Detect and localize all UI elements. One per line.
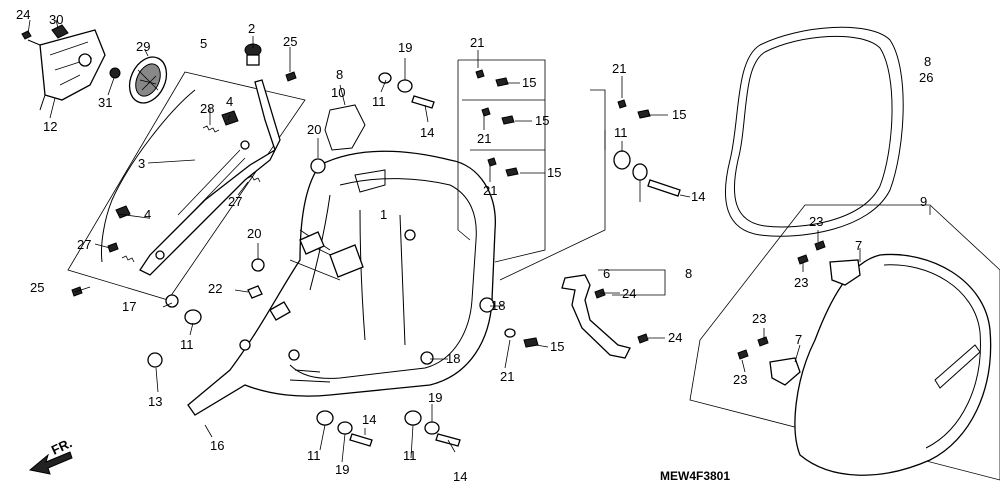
callout-label: 12 — [43, 119, 57, 134]
callout-label: 15 — [550, 339, 564, 354]
spring-part — [121, 125, 261, 263]
callout-label: 29 — [136, 39, 150, 54]
callout-label: 23 — [794, 275, 808, 290]
callout-label: 21 — [612, 61, 626, 76]
callout-label: 24 — [16, 7, 30, 22]
strap-part — [561, 269, 666, 359]
grommet-part — [244, 43, 262, 66]
reflector-disc-part — [128, 56, 168, 104]
mirror-bracket-part — [27, 29, 106, 111]
callout-label: 24 — [668, 330, 682, 345]
callout-label: 21 — [470, 35, 484, 50]
callout-label: 19 — [428, 390, 442, 405]
callout-label: 23 — [733, 372, 747, 387]
cable-part — [101, 89, 196, 263]
callout-label: 27 — [77, 237, 91, 252]
callout-label: 18 — [491, 298, 505, 313]
callout-label: 15 — [535, 113, 549, 128]
callout-label: 11 — [403, 448, 417, 463]
callout-label: 14 — [691, 189, 705, 204]
callout-label: 19 — [398, 40, 412, 55]
callout-label: 20 — [247, 226, 261, 241]
screw-part — [21, 30, 32, 40]
callout-label: 26 — [919, 70, 933, 85]
callout-label: 14 — [453, 469, 467, 484]
callout-label: 14 — [362, 412, 376, 427]
callout-label: 2 — [248, 21, 255, 36]
callout-label: 13 — [148, 394, 162, 409]
callout-label: 9 — [920, 194, 927, 209]
callout-label: 16 — [210, 438, 224, 453]
saddlebag-case-part — [187, 150, 496, 416]
callout-label: 14 — [420, 125, 434, 140]
callout-label: 19 — [335, 462, 349, 477]
nut-part — [109, 67, 121, 79]
lid-outline-box — [689, 204, 1000, 481]
callout-label: 11 — [614, 125, 628, 140]
callout-label: 11 — [372, 94, 386, 109]
callout-label: 22 — [208, 281, 222, 296]
callout-label: 18 — [446, 351, 460, 366]
callout-label: 4 — [226, 94, 233, 109]
callout-label: 27 — [228, 194, 242, 209]
callout-label: 31 — [98, 95, 112, 110]
callout-label: 21 — [483, 183, 497, 198]
stay-bracket-part — [139, 79, 281, 276]
callout-label: 15 — [547, 165, 561, 180]
callout-label: 21 — [477, 131, 491, 146]
callout-label: 23 — [809, 214, 823, 229]
lid-hinge-brackets — [737, 240, 861, 386]
lid-seal-part — [724, 26, 904, 237]
lid-cover-part — [794, 253, 992, 476]
callout-label: 3 — [138, 156, 145, 171]
callout-label: 8 — [685, 266, 692, 281]
callout-label: 30 — [49, 12, 63, 27]
front-direction-arrow: FR. — [28, 435, 74, 475]
callout-label: 4 — [144, 207, 151, 222]
callout-label: 8 — [924, 54, 931, 69]
callout-label: 5 — [200, 36, 207, 51]
callout-label: 11 — [307, 448, 321, 463]
callout-label: 8 — [336, 67, 343, 82]
callout-label: 15 — [672, 107, 686, 122]
callout-label: 20 — [307, 122, 321, 137]
callout-label: 25 — [283, 34, 297, 49]
callout-label: 6 — [603, 266, 610, 281]
callout-label: 1 — [380, 207, 387, 222]
callout-label: 28 — [200, 101, 214, 116]
diagram-code: MEW4F3801 — [660, 469, 730, 483]
callout-label: 11 — [180, 337, 194, 352]
leader-lines — [27, 19, 931, 463]
callout-labels: 1 2 3 4 4 5 6 7 7 8 8 8 9 10 11 11 11 11… — [16, 7, 933, 484]
callout-label: 21 — [500, 369, 514, 384]
callout-label: 7 — [855, 238, 862, 253]
clip-part — [51, 24, 69, 39]
callout-label: 10 — [331, 85, 345, 100]
callout-label: 7 — [795, 332, 802, 347]
callout-label: 23 — [752, 311, 766, 326]
bolt-stack-boxes — [457, 59, 651, 281]
callout-label: 17 — [122, 299, 136, 314]
seal-ring-part — [324, 104, 366, 151]
lower-bolt — [504, 328, 539, 348]
callout-label: 24 — [622, 286, 636, 301]
callout-label: 15 — [522, 75, 536, 90]
callout-label: 25 — [30, 280, 44, 295]
